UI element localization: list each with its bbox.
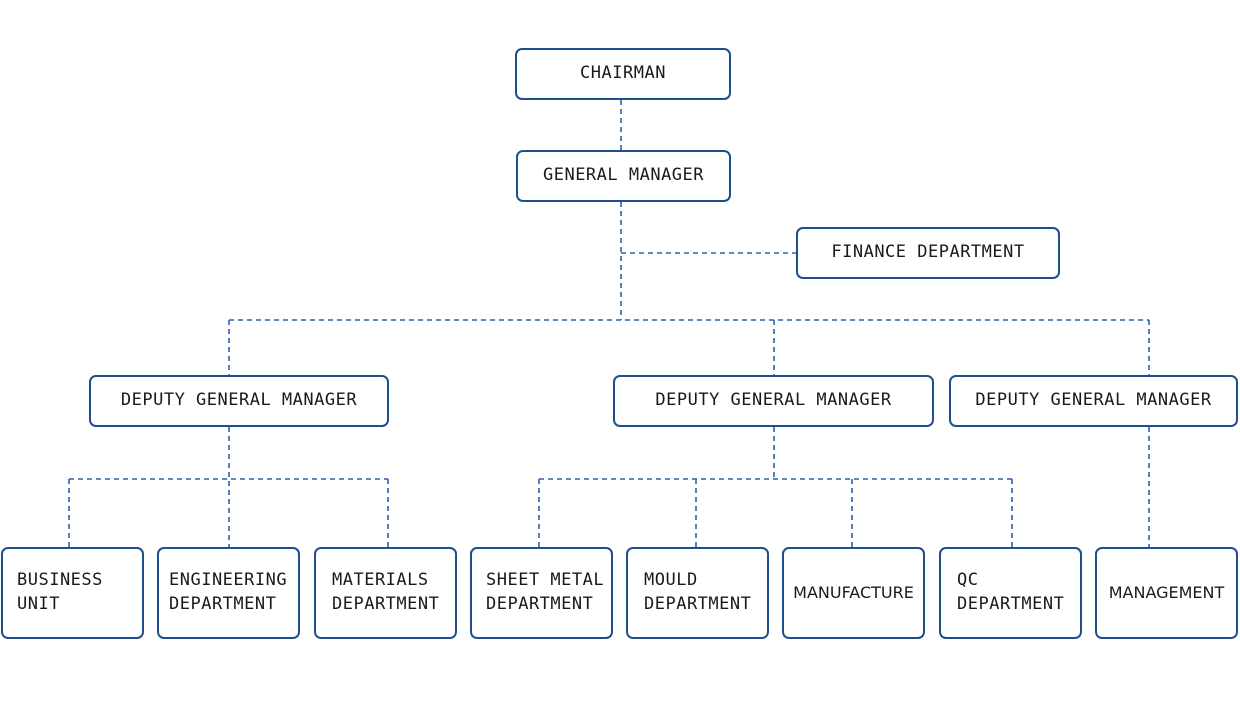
engineering-department-box: ENGINEERING DEPARTMENT (157, 547, 300, 639)
sheet-metal-department-box: SHEET METAL DEPARTMENT (470, 547, 613, 639)
mould-department-box: MOULD DEPARTMENT (626, 547, 769, 639)
business-unit-box: BUSINESS UNIT (1, 547, 144, 639)
general-manager-box: GENERAL MANAGER (516, 150, 731, 202)
chairman-box: CHAIRMAN (515, 48, 731, 100)
materials-department-box: MATERIALS DEPARTMENT (314, 547, 457, 639)
qc-department-box: QC DEPARTMENT (939, 547, 1082, 639)
deputy-general-manager-box-1: DEPUTY GENERAL MANAGER (89, 375, 389, 427)
manufacture-box: MANUFACTURE (782, 547, 925, 639)
management-box: MANAGEMENT (1095, 547, 1238, 639)
deputy-general-manager-box-2: DEPUTY GENERAL MANAGER (613, 375, 934, 427)
finance-department-box: FINANCE DEPARTMENT (796, 227, 1060, 279)
deputy-general-manager-box-3: DEPUTY GENERAL MANAGER (949, 375, 1238, 427)
